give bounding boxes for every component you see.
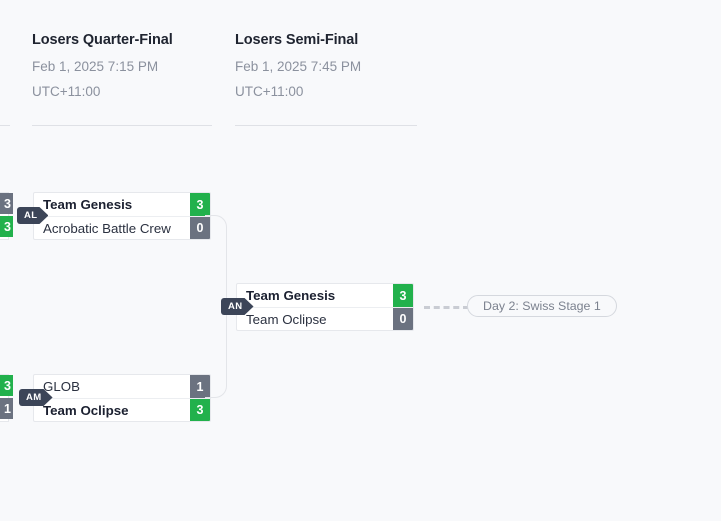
round-timezone: UTC+11:00 [32,84,101,99]
team-name: Acrobatic Battle Crew [43,220,171,236]
team-name: Team Oclipse [43,402,129,418]
clipped-round-rule [0,125,10,126]
next-stage-pill[interactable]: Day 2: Swiss Stage 1 [467,295,617,317]
bracket-connector-upper [205,215,227,307]
team-name: Team Genesis [43,197,133,212]
round-timezone: UTC+11:00 [235,84,304,99]
clipped-score-upper-top: 3 [0,193,13,214]
clipped-score-lower-bottom: 1 [0,398,13,419]
clipped-score-lower-top: 3 [0,375,13,396]
round-title: Losers Quarter-Final [32,32,173,48]
team-name: GLOB [43,379,80,394]
match-row[interactable]: Team Genesis 3 [34,193,210,216]
round-divider-semi-final [235,125,417,126]
next-stage-label: Day 2: Swiss Stage 1 [483,299,601,313]
match-card-al[interactable]: Team Genesis 3 Acrobatic Battle Crew 0 [33,192,211,240]
round-header-losers-semi-final: Losers Semi-Final Feb 1, 2025 7:45 PM UT… [235,32,361,99]
team-name: Team Genesis [246,288,336,303]
next-stage-connector [424,306,469,309]
match-row[interactable]: Team Oclipse 3 [34,398,210,421]
round-header-losers-quarter-final: Losers Quarter-Final Feb 1, 2025 7:15 PM… [32,32,173,99]
clipped-score-upper-bottom: 3 [0,216,13,237]
round-divider-quarter-final [32,125,212,126]
round-date: Feb 1, 2025 7:15 PM [32,59,159,74]
team-score: 3 [190,193,210,216]
match-card-am[interactable]: GLOB 1 Team Oclipse 3 [33,374,211,422]
team-score: 0 [393,308,413,330]
match-row[interactable]: GLOB 1 [34,375,210,398]
match-row[interactable]: Team Oclipse 0 [237,307,413,330]
match-tag-al[interactable]: AL [17,207,48,224]
round-title: Losers Semi-Final [235,32,359,48]
match-row[interactable]: Acrobatic Battle Crew 0 [34,216,210,239]
round-date: Feb 1, 2025 7:45 PM [235,59,362,74]
bracket-connector-lower [205,306,227,398]
match-tag-am[interactable]: AM [19,389,53,406]
match-row[interactable]: Team Genesis 3 [237,284,413,307]
team-score: 3 [190,399,210,421]
match-card-an[interactable]: Team Genesis 3 Team Oclipse 0 [236,283,414,331]
team-name: Team Oclipse [246,311,327,327]
match-tag-an[interactable]: AN [221,298,254,315]
team-score: 3 [393,284,413,307]
